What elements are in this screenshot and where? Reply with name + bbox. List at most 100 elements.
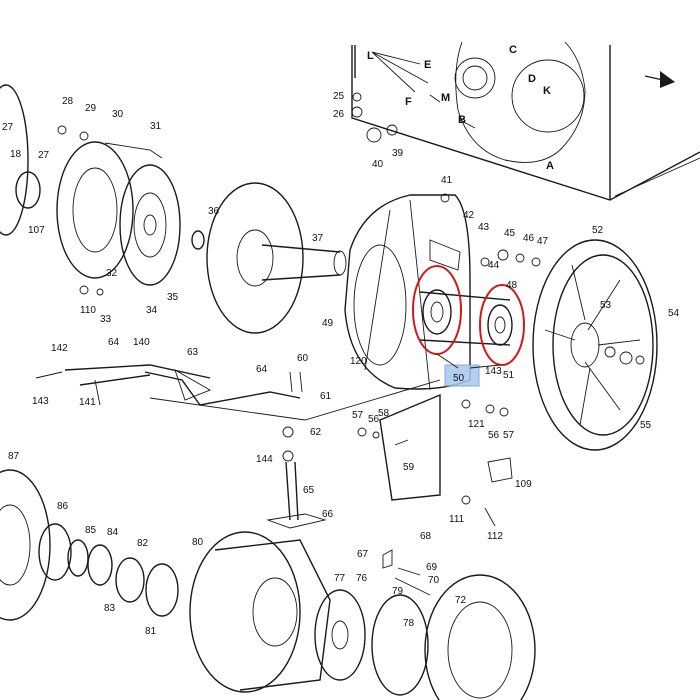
- part-label-49: 49: [322, 318, 334, 329]
- part-label-50: 50: [453, 373, 465, 384]
- part-labels: 27 28 29 30 31 18 27 107 32 34 35 36 37 110 33 25 26 40 39…: [2, 44, 680, 637]
- part-label-D: D: [528, 73, 536, 85]
- part-label-112: 112: [487, 531, 503, 542]
- part-label-77: 77: [334, 573, 346, 584]
- part-label-65: 65: [303, 485, 315, 496]
- part-label-47: 47: [537, 236, 549, 247]
- part-label-M: M: [441, 92, 450, 104]
- part-label-E: E: [424, 59, 431, 71]
- part-label-33: 33: [100, 314, 112, 325]
- part-label-66: 66: [322, 509, 334, 520]
- part-label-82: 82: [137, 538, 149, 549]
- part-label-28: 28: [62, 96, 74, 107]
- part-label-143: 143: [32, 396, 49, 407]
- part-label-85: 85: [85, 525, 97, 536]
- part-label-41: 41: [441, 175, 453, 186]
- clutch-assembly: [0, 84, 205, 296]
- part-label-46: 46: [523, 233, 535, 244]
- bottom-housing: [189, 531, 536, 700]
- part-label-45: 45: [504, 228, 516, 239]
- part-label-37: 37: [312, 233, 324, 244]
- part-label-78: 78: [403, 618, 415, 629]
- part-label-60: 60: [297, 353, 309, 364]
- part-label-54: 54: [668, 308, 680, 319]
- part-label-141: 141: [79, 397, 96, 408]
- part-label-36: 36: [208, 206, 220, 217]
- part-label-64: 64: [108, 337, 120, 348]
- part-label-25: 25: [333, 91, 345, 102]
- part-label-34: 34: [146, 305, 158, 316]
- part-label-53: 53: [600, 300, 612, 311]
- part-label-61: 61: [320, 391, 332, 402]
- part-label-K: K: [543, 85, 551, 97]
- gearbox-housing: [351, 41, 700, 201]
- part-label-18: 18: [10, 149, 22, 160]
- part-label-84: 84: [107, 527, 119, 538]
- part-label-43: 43: [478, 222, 490, 233]
- part-label-39: 39: [392, 148, 404, 159]
- part-label-80: 80: [192, 537, 204, 548]
- part-label-63: 63: [187, 347, 199, 358]
- part-label-72: 72: [455, 595, 467, 606]
- bracket-plate: [357, 393, 513, 527]
- part-label-B: B: [458, 114, 466, 126]
- part-label-70: 70: [428, 575, 440, 586]
- part-label-52: 52: [592, 225, 604, 236]
- part-label-C: C: [509, 44, 517, 56]
- part-label-29: 29: [85, 103, 97, 114]
- part-label-59: 59: [403, 462, 415, 473]
- highlight-box-50: [444, 364, 480, 387]
- bottom-left-parts: [0, 469, 179, 621]
- part-label-143: 143: [485, 366, 502, 377]
- part-label-142: 142: [51, 343, 68, 354]
- part-label-56: 56: [368, 414, 380, 425]
- part-label-31: 31: [150, 121, 162, 132]
- part-label-A: A: [546, 160, 554, 172]
- part-label-51: 51: [503, 370, 515, 381]
- part-label-62: 62: [310, 427, 322, 438]
- part-label-111: 111: [449, 514, 465, 525]
- part-label-L: L: [367, 50, 374, 62]
- part-label-48: 48: [506, 280, 518, 291]
- part-label-81: 81: [145, 626, 157, 637]
- part-label-40: 40: [372, 159, 384, 170]
- highlight-annotations: [412, 265, 525, 387]
- part-label-27: 27: [2, 122, 14, 133]
- part-label-68: 68: [420, 531, 432, 542]
- part-label-83: 83: [104, 603, 116, 614]
- part-label-76: 76: [356, 573, 368, 584]
- part-label-144: 144: [256, 454, 273, 465]
- part-label-140: 140: [133, 337, 150, 348]
- part-label-87: 87: [8, 451, 20, 462]
- part-label-67: 67: [357, 549, 369, 560]
- part-label-27: 27: [38, 150, 50, 161]
- part-label-64: 64: [256, 364, 268, 375]
- part-label-26: 26: [333, 109, 345, 120]
- part-label-109: 109: [515, 479, 532, 490]
- part-label-30: 30: [112, 109, 124, 120]
- red-circle-right: [479, 284, 525, 366]
- part-label-42: 42: [463, 210, 475, 221]
- part-label-110: 110: [80, 305, 96, 316]
- part-label-56: 56: [488, 430, 500, 441]
- part-label-35: 35: [167, 292, 179, 303]
- part-label-58: 58: [378, 408, 390, 419]
- linkage: [35, 364, 441, 529]
- part-label-55: 55: [640, 420, 652, 431]
- pulley-housing: [344, 193, 541, 391]
- part-label-F: F: [405, 96, 412, 108]
- part-label-107: 107: [28, 225, 45, 236]
- part-label-79: 79: [392, 586, 404, 597]
- part-label-44: 44: [488, 260, 500, 271]
- flywheel-shaft: [206, 182, 347, 334]
- part-label-121: 121: [468, 419, 485, 430]
- part-label-32: 32: [106, 268, 118, 279]
- pulley-wheel: [532, 239, 658, 451]
- part-label-57: 57: [503, 430, 515, 441]
- part-label-120: 120: [350, 356, 367, 367]
- part-label-69: 69: [426, 562, 438, 573]
- part-label-86: 86: [57, 501, 69, 512]
- part-label-57: 57: [352, 410, 364, 421]
